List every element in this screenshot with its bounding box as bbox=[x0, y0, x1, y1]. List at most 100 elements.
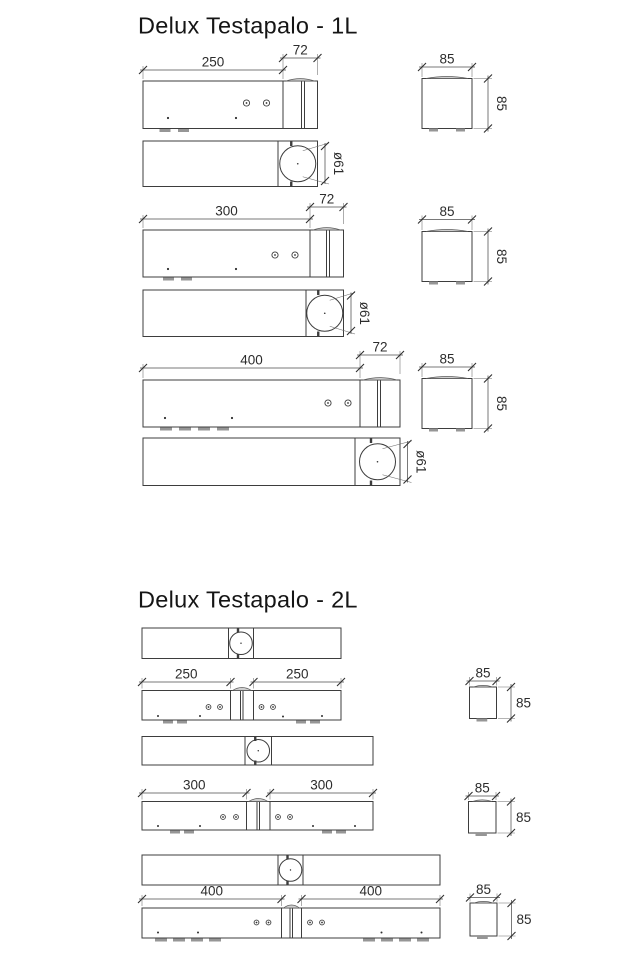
cap-dome bbox=[473, 685, 493, 688]
dim-tick bbox=[506, 828, 516, 838]
hole-dot bbox=[327, 402, 329, 404]
hole-dot bbox=[323, 312, 326, 315]
screw-hole bbox=[217, 704, 223, 710]
hole-dot bbox=[289, 816, 291, 818]
dim-tick bbox=[492, 893, 502, 902]
dim-label: 85 bbox=[517, 912, 532, 927]
end-view-outline bbox=[421, 378, 473, 429]
screw-hole bbox=[253, 919, 260, 926]
dim-tick bbox=[467, 215, 477, 224]
dim-tick bbox=[368, 788, 378, 798]
dim-label: 85 bbox=[475, 781, 490, 796]
screw-hole bbox=[307, 919, 313, 926]
dim-tick bbox=[355, 350, 365, 360]
end-view-outline bbox=[469, 902, 498, 937]
dim-label: 85 bbox=[439, 204, 454, 219]
dim-tick bbox=[137, 894, 147, 904]
dim-label: 400 bbox=[359, 884, 382, 899]
hole-dot bbox=[245, 102, 248, 104]
dim-tick bbox=[483, 227, 493, 236]
hole-dot bbox=[267, 921, 270, 924]
dim-tick bbox=[483, 374, 493, 383]
pole-circle bbox=[246, 738, 271, 763]
dim-label: 400 bbox=[240, 353, 263, 368]
hole-dot bbox=[296, 162, 299, 165]
dim-tick bbox=[465, 893, 475, 902]
dim-tick bbox=[465, 676, 474, 686]
extension-line bbox=[382, 474, 412, 483]
dim-tick bbox=[483, 277, 493, 286]
screw-hole bbox=[233, 814, 239, 820]
dim-tick bbox=[483, 424, 493, 433]
dim-tick bbox=[336, 677, 346, 687]
dim-tick bbox=[249, 677, 258, 687]
hole-dot bbox=[257, 750, 259, 752]
hole-dot bbox=[166, 267, 170, 271]
dim-label: 85 bbox=[475, 666, 490, 681]
hole-dot bbox=[376, 460, 379, 463]
dim-tick bbox=[506, 682, 516, 692]
cap-dome bbox=[425, 229, 469, 232]
dim-tick bbox=[467, 62, 477, 72]
hole-dot bbox=[199, 715, 201, 717]
dim-tick bbox=[355, 363, 365, 373]
hole-dot bbox=[234, 267, 238, 271]
hole-dot bbox=[347, 402, 349, 404]
dim-label: 72 bbox=[319, 192, 334, 207]
dim-tick bbox=[138, 214, 148, 224]
dim-tick bbox=[483, 124, 493, 133]
screw-hole bbox=[220, 814, 226, 820]
bottom-view-outline bbox=[142, 437, 401, 486]
dim-tick bbox=[138, 65, 148, 75]
dim-label: 85 bbox=[439, 352, 454, 367]
end-view-outline bbox=[421, 231, 473, 282]
screw-hole bbox=[270, 704, 276, 710]
dim-tick bbox=[226, 677, 235, 687]
dim-tick bbox=[320, 141, 330, 151]
hole-dot bbox=[420, 931, 423, 934]
screw-hole bbox=[271, 251, 279, 259]
dim-label: 300 bbox=[310, 778, 333, 793]
dim-tick bbox=[483, 74, 493, 83]
dim-tick bbox=[242, 788, 251, 798]
side-view-outline bbox=[142, 80, 318, 129]
dim-tick bbox=[417, 215, 427, 224]
dim-tick bbox=[467, 362, 477, 372]
dim-label: ø61 bbox=[331, 152, 346, 175]
hole-dot bbox=[265, 102, 268, 104]
hole-dot bbox=[321, 715, 323, 717]
hole-dot bbox=[230, 416, 234, 420]
screw-hole bbox=[287, 814, 293, 820]
screw-hole bbox=[291, 251, 299, 259]
s2-row-2-drawing: 400 400 85 85 bbox=[137, 854, 532, 942]
cap-dome bbox=[362, 377, 398, 381]
screw-hole bbox=[344, 399, 352, 407]
hole-dot bbox=[309, 921, 311, 924]
cap-dome bbox=[425, 376, 469, 379]
dim-tick bbox=[417, 362, 427, 372]
side-view-outline bbox=[141, 907, 441, 939]
cap-dome bbox=[472, 799, 493, 802]
screw-hole bbox=[205, 704, 212, 710]
side-view-outline bbox=[141, 690, 342, 721]
extension-line bbox=[382, 440, 412, 450]
dim-tick bbox=[313, 53, 322, 63]
dim-tick bbox=[320, 176, 330, 186]
dim-label: 85 bbox=[476, 882, 491, 897]
dim-tick bbox=[464, 791, 473, 801]
hole-dot bbox=[260, 706, 263, 708]
hole-dot bbox=[321, 921, 323, 924]
dim-label: ø61 bbox=[414, 450, 429, 473]
hole-dot bbox=[380, 931, 383, 934]
dim-tick bbox=[346, 326, 356, 336]
dim-label: 400 bbox=[200, 884, 223, 899]
dim-label: 72 bbox=[372, 340, 387, 355]
dim-label: 85 bbox=[494, 96, 509, 111]
dim-tick bbox=[435, 894, 445, 904]
hole-dot bbox=[289, 869, 292, 871]
hole-dot bbox=[157, 825, 159, 827]
dim-tick bbox=[305, 202, 315, 212]
